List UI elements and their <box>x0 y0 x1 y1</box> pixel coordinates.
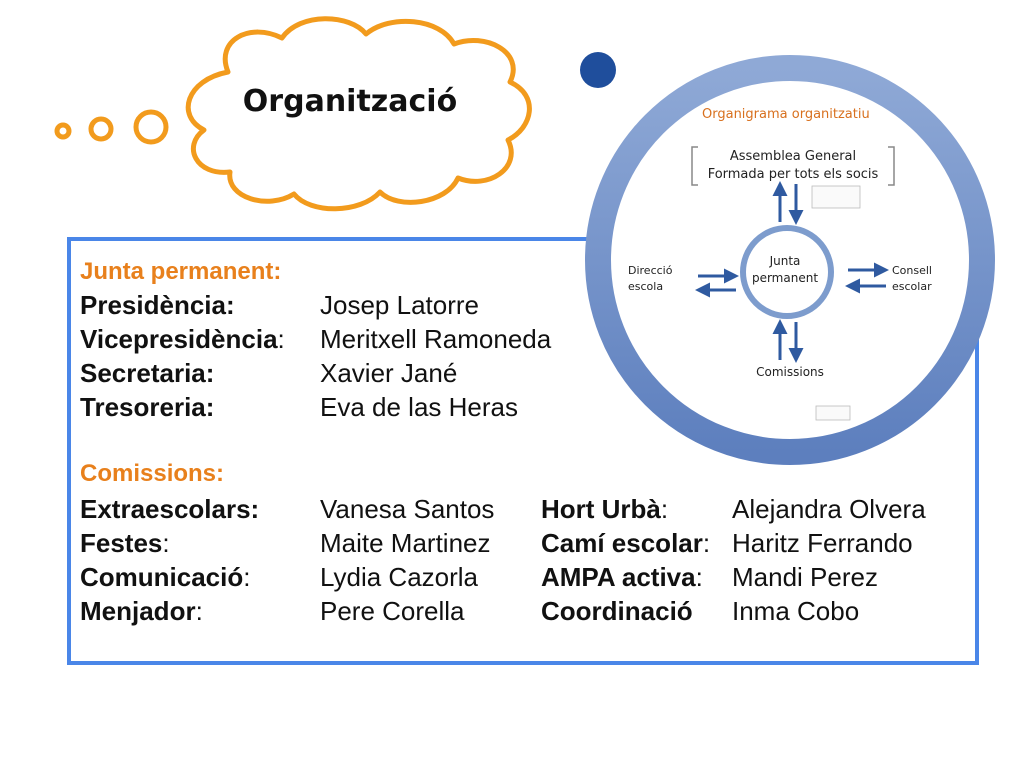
organigram: Organigrama organitzatiu Assemblea Gener… <box>585 55 995 465</box>
center-label: Junta <box>769 254 801 268</box>
decorative-dot <box>580 52 616 88</box>
note-box <box>815 405 851 421</box>
role-label: Presidència: <box>80 290 235 320</box>
member-name: Eva de las Heras <box>320 392 518 422</box>
comission-member: Maite Martinez <box>320 528 491 558</box>
left-label: Direcció <box>628 264 673 277</box>
cloud-shape <box>185 16 532 212</box>
bottom-label: Comissions <box>756 365 824 379</box>
comission-member: Mandi Perez <box>732 562 878 592</box>
assembly-bracket-right <box>888 146 895 186</box>
comission-member: Alejandra Olvera <box>732 494 926 524</box>
thought-cloud <box>54 16 532 212</box>
role-label: Secretaria: <box>80 358 215 388</box>
assembly-sublabel: Formada per tots els socis <box>708 167 879 182</box>
center-sublabel: permanent <box>752 271 818 285</box>
member-name: Josep Latorre <box>320 290 479 320</box>
right-label: Consell <box>892 264 932 277</box>
assembly-bracket-left <box>691 146 698 186</box>
comission-label: Camí escolar: <box>541 528 711 558</box>
comission-member: Vanesa Santos <box>320 494 495 524</box>
comission-member: Inma Cobo <box>732 596 860 626</box>
thought-bubble-medium <box>88 116 114 142</box>
comission-member: Lydia Cazorla <box>320 562 479 592</box>
role-label: Tresoreria: <box>80 392 215 422</box>
info-box <box>67 237 979 665</box>
organigram-title: Organigrama organitzatiu <box>702 107 870 122</box>
comission-member: Haritz Ferrando <box>732 528 913 558</box>
assembly-label: Assemblea General <box>730 149 856 164</box>
comission-label: AMPA activa: <box>541 562 703 592</box>
right-sublabel: escolar <box>892 280 932 293</box>
comissions-heading: Comissions: <box>80 460 225 487</box>
role-label: Vicepresidència: <box>80 324 285 354</box>
center-circle <box>740 225 834 319</box>
comission-label: Comunicació: <box>80 562 251 592</box>
thought-bubble-large <box>133 109 169 145</box>
junta-heading: Junta permanent: <box>80 258 282 285</box>
comission-label: Coordinació <box>541 596 693 626</box>
comission-label: Extraescolars: <box>80 494 260 524</box>
comission-label: Menjador: <box>80 596 203 626</box>
left-sublabel: escola <box>628 280 663 293</box>
comission-label: Hort Urbà: <box>541 494 669 524</box>
note-box <box>811 185 861 209</box>
thought-bubble-small <box>54 122 72 140</box>
member-name: Xavier Jané <box>320 358 458 388</box>
page-title: Organització <box>242 84 458 119</box>
member-name: Meritxell Ramoneda <box>320 324 552 354</box>
comission-member: Pere Corella <box>320 596 465 626</box>
comission-label: Festes: <box>80 528 170 558</box>
